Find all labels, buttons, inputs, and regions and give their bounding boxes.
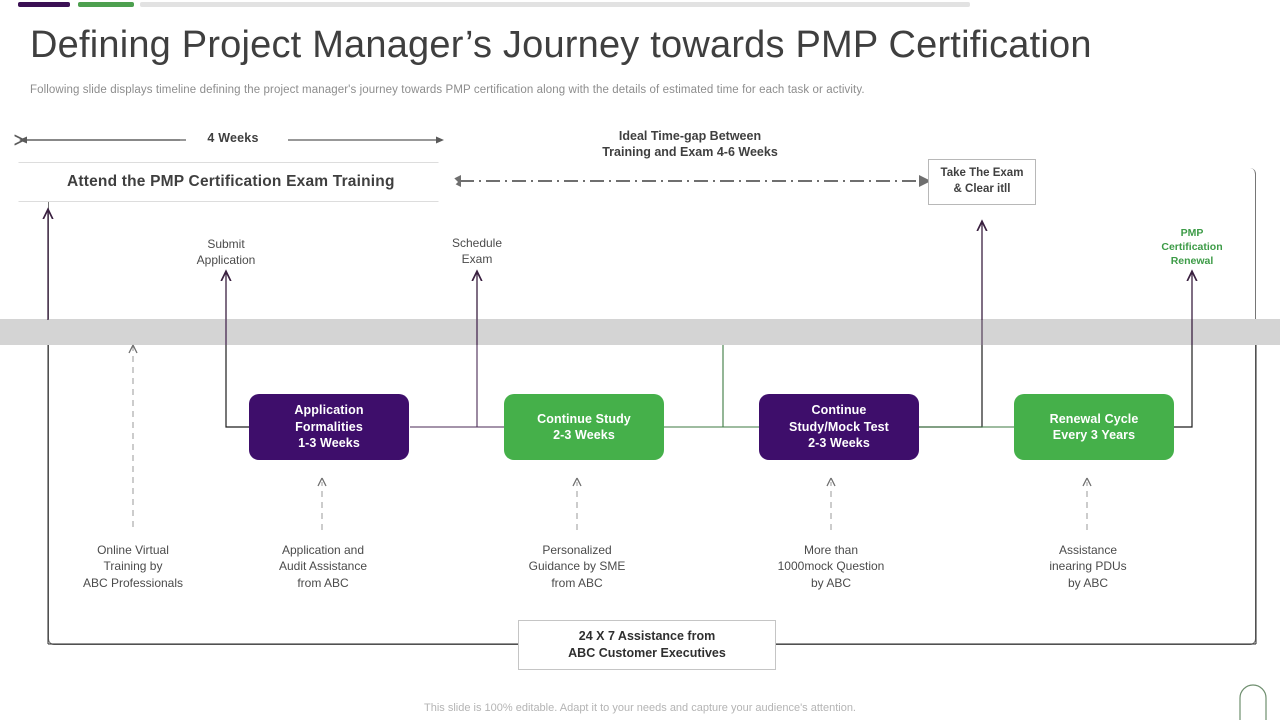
desc-3-line2: 1000mock Question [777,559,885,574]
training-banner[interactable]: Attend the PMP Certification Exam Traini… [18,162,458,202]
desc-1-line1: Application and [281,543,365,557]
callout-schedule-exam-line1: Schedule [451,236,503,250]
desc-3-line1: More than [803,543,859,557]
stage-0-line2: Formalities [295,419,363,434]
take-exam-line1: Take The Exam [940,167,1024,180]
desc-1-line2: Audit Assistance [278,559,368,574]
stage-1-line1: Continue Study [537,411,631,426]
desc-pdu-assistance: Assistance inearing PDUs by ABC [993,542,1183,591]
desc-4-line1: Assistance [1058,543,1118,557]
callout-submit-application-line1: Submit [207,237,245,251]
support-line2: ABC Customer Executives [568,646,726,660]
desc-3-line3: by ABC [810,575,852,590]
ideal-gap-line2: Training and Exam 4-6 Weeks [602,145,778,160]
support-line1: 24 X 7 Assistance from [578,629,716,644]
take-exam-box[interactable]: Take The Exam & Clear itll [928,159,1036,205]
stage-2-line2: Study/Mock Test [789,419,889,434]
desc-2-line3: from ABC [551,575,603,590]
desc-0-line1: Online Virtual [97,543,169,557]
page-title: Defining Project Manager’s Journey towar… [30,24,1092,66]
top-accent-bar-green [78,2,134,7]
stage-continue-study-mock-test[interactable]: Continue Study/Mock Test 2-3 Weeks [759,394,919,460]
desc-application-audit-assistance: Application and Audit Assistance from AB… [228,542,418,591]
callout-submit-application-line2: Application [196,253,256,268]
top-accent-bar-grey [140,2,970,7]
stage-application-formalities[interactable]: Application Formalities 1-3 Weeks [249,394,409,460]
footer-note: This slide is 100% editable. Adapt it to… [424,702,856,714]
take-exam-line2: & Clear itll [953,183,1011,195]
page-subtitle: Following slide displays timeline defini… [30,84,865,96]
timeline-band [0,319,1280,345]
desc-4-line2: inearing PDUs [1049,559,1127,574]
stage-2-line1: Continue [811,403,867,418]
callout-submit-application: Submit Application [166,236,286,268]
callout-schedule-exam: Schedule Exam [417,235,537,267]
callout-schedule-exam-line2: Exam [461,252,493,267]
desc-1-line3: from ABC [297,575,349,590]
desc-2-line2: Guidance by SME [528,559,626,574]
brand-logo-icon [1239,684,1267,720]
stage-renewal-cycle[interactable]: Renewal Cycle Every 3 Years [1014,394,1174,460]
desc-mock-questions: More than 1000mock Question by ABC [736,542,926,591]
support-box[interactable]: 24 X 7 Assistance from ABC Customer Exec… [518,620,776,670]
desc-0-line3: ABC Professionals [82,575,184,590]
callout-pmp-renewal-line1: PMP [1180,227,1204,239]
desc-online-virtual-training: Online Virtual Training by ABC Professio… [38,542,228,591]
duration-measure: 4 Weeks [18,131,448,151]
desc-personalized-guidance: Personalized Guidance by SME from ABC [482,542,672,591]
callout-pmp-renewal-line3: Renewal [1170,255,1214,268]
desc-4-line3: by ABC [1067,575,1109,590]
duration-label: 4 Weeks [207,131,259,145]
ideal-gap-line1: Ideal Time-gap Between [618,129,762,143]
desc-0-line2: Training by [103,559,163,574]
stage-continue-study[interactable]: Continue Study 2-3 Weeks [504,394,664,460]
stage-1-line2: 2-3 Weeks [553,428,615,442]
training-banner-label: Attend the PMP Certification Exam Traini… [67,173,395,190]
stage-3-line2: Every 3 Years [1052,428,1136,442]
stage-0-line1: Application [294,403,364,418]
callout-pmp-renewal: PMP Certification Renewal [1132,226,1252,269]
top-accent-bar-purple [18,2,70,7]
desc-2-line1: Personalized [542,543,612,557]
ideal-gap-label: Ideal Time-gap Between Training and Exam… [540,128,840,161]
stage-2-line3: 2-3 Weeks [808,436,870,451]
callout-pmp-renewal-line2: Certification [1161,241,1223,254]
stage-3-line1: Renewal Cycle [1049,411,1139,426]
stage-0-line3: 1-3 Weeks [298,436,360,451]
